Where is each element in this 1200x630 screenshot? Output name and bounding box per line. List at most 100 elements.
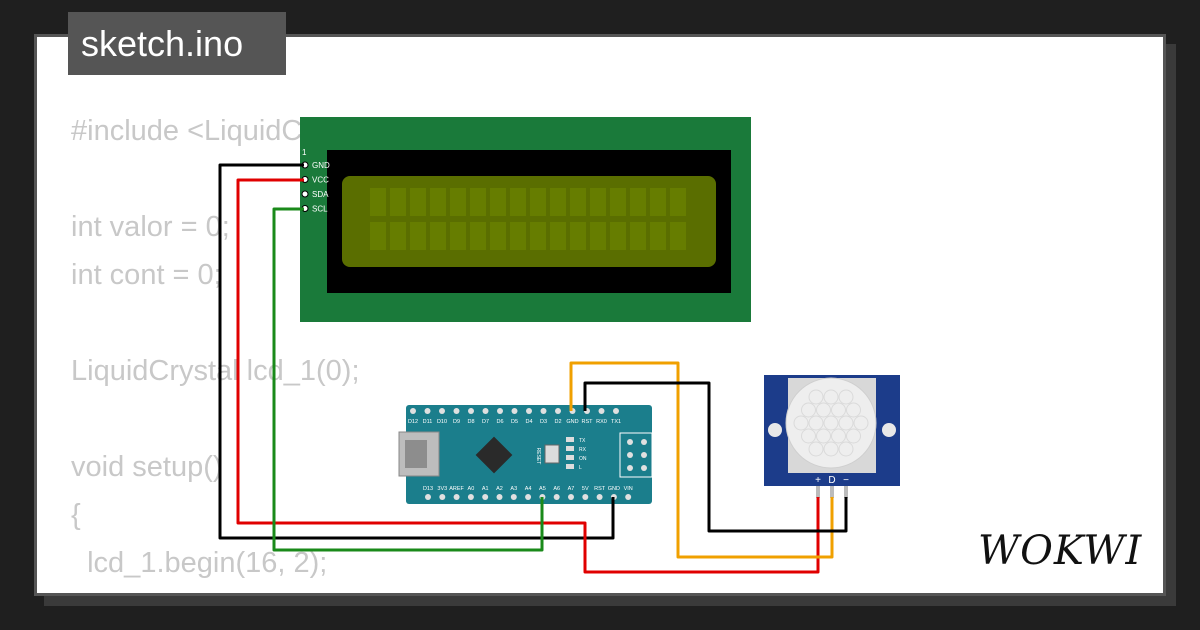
fresnel-cell bbox=[838, 389, 854, 405]
pir-pin[interactable] bbox=[844, 486, 848, 498]
header-pin[interactable] bbox=[540, 408, 547, 414]
header-pin[interactable] bbox=[568, 494, 574, 500]
header-pin[interactable] bbox=[424, 408, 431, 414]
lcd-character-grid bbox=[370, 188, 686, 250]
led bbox=[566, 464, 574, 469]
pir-pin[interactable] bbox=[830, 486, 834, 498]
lcd-cell bbox=[410, 222, 426, 250]
lcd-cell bbox=[390, 188, 406, 216]
pin-label: 5V bbox=[582, 486, 589, 492]
header-pin[interactable] bbox=[496, 494, 503, 500]
pir-sensor[interactable]: +D− bbox=[764, 375, 900, 498]
lcd-cell bbox=[590, 188, 606, 216]
header-pin[interactable] bbox=[425, 494, 431, 500]
pin-label: GND bbox=[608, 486, 620, 492]
header-pin[interactable] bbox=[482, 494, 489, 500]
header-pin[interactable] bbox=[598, 408, 605, 414]
lcd-cell bbox=[570, 188, 586, 216]
wire-pir-gnd-black[interactable] bbox=[583, 381, 848, 533]
fresnel-cell bbox=[808, 415, 824, 431]
icsp-pin bbox=[627, 452, 633, 458]
lcd-pin-label: VCC bbox=[312, 176, 329, 185]
code-line: LiquidCrystal lcd_1(0); bbox=[71, 355, 360, 387]
filename-tab[interactable]: sketch.ino bbox=[68, 12, 286, 75]
pir-fresnel-dome bbox=[785, 377, 877, 469]
lcd-cell bbox=[650, 188, 666, 216]
header-pin[interactable] bbox=[510, 494, 517, 500]
pin-label: D12 bbox=[408, 419, 418, 425]
led-label: TX bbox=[579, 438, 586, 444]
header-pin[interactable] bbox=[453, 408, 460, 414]
code-line: int cont = 0; bbox=[71, 259, 222, 291]
pin-label: A7 bbox=[568, 486, 575, 492]
pin-label: D13 bbox=[423, 486, 433, 492]
lcd-pin-label: GND bbox=[312, 161, 330, 170]
pin-label: RST bbox=[582, 419, 594, 425]
pin-label: D6 bbox=[496, 419, 503, 425]
wokwi-logo: WOKWI bbox=[978, 528, 1141, 574]
pin-label: RST bbox=[594, 486, 606, 492]
pin-label: TX1 bbox=[611, 419, 621, 425]
icsp-pin bbox=[641, 439, 647, 445]
led-label: L bbox=[579, 465, 582, 471]
header-pin[interactable] bbox=[553, 494, 560, 500]
header-pin[interactable] bbox=[625, 494, 632, 500]
wire-d2-orange[interactable] bbox=[569, 361, 834, 559]
pin-label: D7 bbox=[482, 419, 489, 425]
led bbox=[566, 455, 574, 460]
wires bbox=[218, 163, 848, 574]
header-pin[interactable] bbox=[482, 408, 489, 414]
header-pin[interactable] bbox=[525, 494, 532, 500]
wire-gnd-black[interactable] bbox=[218, 163, 615, 540]
header-pin[interactable] bbox=[497, 408, 503, 414]
lcd-cell bbox=[430, 222, 446, 250]
lcd-cell bbox=[630, 222, 646, 250]
header-pin[interactable] bbox=[596, 494, 603, 500]
fresnel-cell bbox=[801, 428, 816, 444]
lcd-cell bbox=[470, 188, 486, 216]
lcd-cell bbox=[510, 188, 526, 216]
lcd-pin-label: SCL bbox=[312, 205, 328, 214]
lcd-cell bbox=[490, 188, 506, 216]
pin-label: A4 bbox=[525, 486, 532, 492]
lcd-cell bbox=[370, 222, 386, 250]
wire-vcc-red[interactable] bbox=[236, 178, 820, 574]
code-line: void setup() bbox=[71, 451, 223, 483]
header-pin[interactable] bbox=[582, 494, 589, 500]
header-pin[interactable] bbox=[439, 494, 446, 500]
lcd-pin[interactable] bbox=[301, 190, 309, 198]
lcd-cell bbox=[470, 222, 486, 250]
code-line: int valor = 0; bbox=[71, 211, 230, 243]
header-pin[interactable] bbox=[439, 408, 445, 414]
lcd-cell bbox=[530, 188, 546, 216]
header-pin[interactable] bbox=[468, 408, 474, 414]
pin-label: VIN bbox=[624, 486, 633, 492]
header-pin[interactable] bbox=[613, 408, 619, 414]
lcd-cell bbox=[450, 188, 466, 216]
header-pin[interactable] bbox=[453, 494, 460, 500]
header-pin[interactable] bbox=[555, 408, 561, 414]
fresnel-cell bbox=[793, 415, 809, 431]
fresnel-cell bbox=[808, 441, 824, 457]
lcd-cell bbox=[490, 222, 506, 250]
icsp-header bbox=[619, 432, 653, 478]
pir-pin[interactable] bbox=[816, 486, 820, 498]
reset-button[interactable] bbox=[544, 444, 560, 464]
header-pin[interactable] bbox=[511, 408, 518, 414]
icsp-pin bbox=[627, 439, 633, 445]
pin-label: A3 bbox=[510, 486, 517, 492]
header-pin[interactable] bbox=[526, 408, 532, 414]
lcd-cell bbox=[610, 188, 626, 216]
header-pin[interactable] bbox=[410, 408, 416, 414]
lcd-cell bbox=[550, 222, 566, 250]
header-pin[interactable] bbox=[467, 494, 474, 500]
fresnel-cell bbox=[831, 402, 846, 418]
fresnel-cell bbox=[801, 402, 816, 418]
lcd-cell bbox=[450, 222, 466, 250]
pin-label: AREF bbox=[449, 486, 464, 492]
pin-label: D3 bbox=[540, 419, 547, 425]
wire-scl-green[interactable] bbox=[272, 207, 544, 552]
